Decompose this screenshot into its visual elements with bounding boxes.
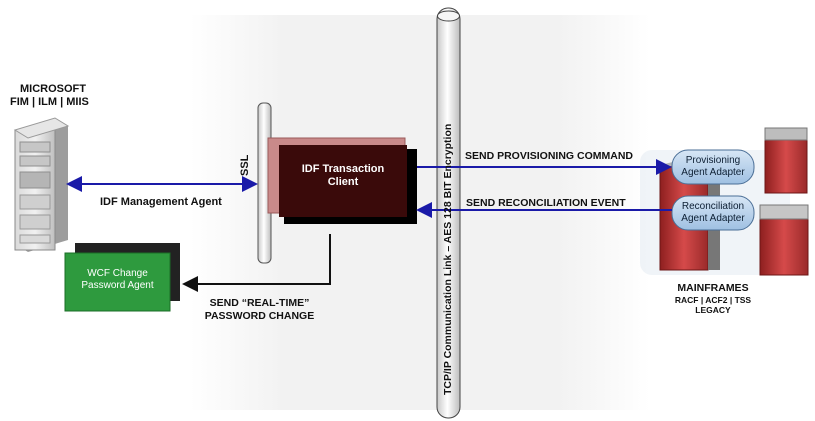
ssl-label: SSL <box>239 154 251 176</box>
wcf-agent-line1: WCF Change <box>87 268 148 279</box>
idf-management-agent-label: IDF Management Agent <box>100 196 222 208</box>
idf-transaction-client-label: IDF Transaction Client <box>279 163 407 189</box>
microsoft-products: FIM | ILM | MIIS <box>10 96 89 108</box>
mainframes-systems: RACF | ACF2 | TSS <box>674 294 752 305</box>
microsoft-server-icon <box>13 117 70 252</box>
send-reconciliation-label: SEND RECONCILIATION EVENT <box>466 197 626 209</box>
reconciliation-adapter-line2: Agent Adapter <box>681 213 745 224</box>
idf-transaction-client-line1: IDF Transaction <box>301 163 385 175</box>
idf-transaction-client-line2: Client <box>327 176 359 189</box>
reconciliation-adapter-pill <box>671 195 755 231</box>
wcf-agent-label: WCF Change Password Agent <box>65 268 170 292</box>
tcp-link-label: TCP/IP Communication Link – AES 128 BIT … <box>442 123 454 395</box>
reconciliation-adapter-line1: Reconciliation <box>681 201 745 212</box>
microsoft-title: MICROSOFT <box>20 83 86 95</box>
realtime-password-label: SEND “REAL-TIME” PASSWORD CHANGE <box>197 297 322 322</box>
tcp-ip-pipe <box>436 7 461 419</box>
wcf-change-password-agent-box <box>64 243 180 312</box>
realtime-password-line1: SEND “REAL-TIME” <box>209 297 310 309</box>
realtime-password-arrow <box>182 234 331 292</box>
realtime-password-line2: PASSWORD CHANGE <box>204 309 315 322</box>
provisioning-adapter-line1: Provisioning <box>685 155 741 166</box>
mainframes-title: MAINFRAMES <box>677 282 749 294</box>
send-provisioning-label: SEND PROVISIONING COMMAND <box>465 150 634 162</box>
reconciliation-adapter-label: Reconciliation Agent Adapter <box>672 201 754 225</box>
mainframes-legacy: LEGACY <box>695 304 731 315</box>
wcf-agent-line2: Password Agent <box>81 280 154 291</box>
provisioning-adapter-pill <box>671 149 755 185</box>
provisioning-adapter-label: Provisioning Agent Adapter <box>672 155 754 179</box>
provisioning-adapter-line2: Agent Adapter <box>681 167 745 178</box>
idf-transaction-client-box <box>267 137 417 224</box>
mainframes-label: MAINFRAMES RACF | ACF2 | TSS LEGACY <box>663 282 763 315</box>
